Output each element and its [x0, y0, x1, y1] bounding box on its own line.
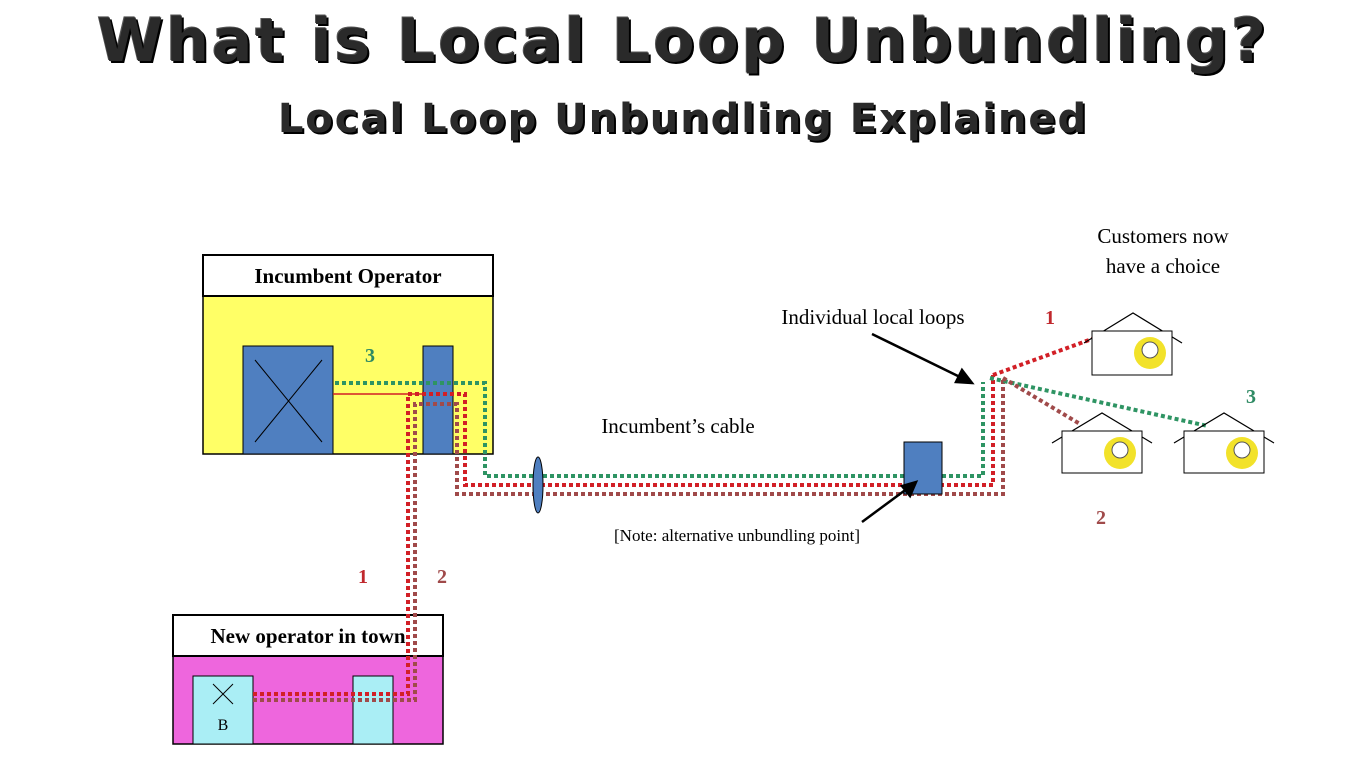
loop-paths — [253, 334, 1209, 702]
loops-arrow — [871, 332, 963, 380]
loops-label: Individual local loops — [781, 305, 964, 329]
note-arrow — [861, 486, 909, 524]
switch-b-label: B — [218, 717, 229, 734]
new-operator-frame — [352, 675, 394, 745]
path-label-green-customer: 3 — [1246, 386, 1256, 408]
customer-loop-green — [989, 376, 1209, 428]
incumbent-operator-building: Incumbent Operator — [202, 254, 494, 455]
loop-path-red — [253, 375, 995, 696]
incumbent-distribution-frame — [422, 345, 454, 455]
new-operator-switch-cross-2 — [212, 683, 234, 705]
new-operator-switch — [192, 675, 254, 745]
loop-path-green — [335, 381, 985, 478]
customers-label-line-1: Customers now — [1097, 224, 1229, 248]
path-label-red-vertical: 1 — [358, 566, 368, 588]
new-operator-label-box — [172, 614, 444, 657]
house-1-body — [1091, 330, 1173, 376]
note-label: [Note: alternative unbundling point] — [614, 526, 860, 545]
main-title: What is Local Loop Unbundling? — [97, 6, 1269, 76]
cable-clamp — [532, 456, 544, 514]
path-label-brown-vertical: 2 — [437, 566, 447, 588]
house-3-customer-face — [1233, 441, 1251, 459]
path-label-green-top: 3 — [365, 345, 375, 367]
customer-loop-brown — [1001, 376, 1082, 426]
customer-house-2 — [1051, 412, 1153, 474]
customers-label-line-2: have a choice — [1106, 254, 1220, 278]
path-label-brown-customer: 2 — [1096, 507, 1106, 529]
annotation-arrows — [861, 332, 975, 524]
loops-arrowhead — [954, 367, 975, 385]
note-arrowhead — [899, 480, 919, 499]
house-2-customer-face — [1111, 441, 1129, 459]
subtitle: Local Loop Unbundling Explained — [277, 96, 1089, 142]
customer-loop-red — [992, 334, 1101, 377]
new-operator-label: New operator in town — [210, 624, 405, 648]
customer-house-3 — [1173, 412, 1275, 474]
incumbent-operator-label: Incumbent Operator — [254, 264, 441, 288]
loop-path-brown — [253, 378, 1005, 702]
incumbent-switch-cross-2 — [254, 359, 323, 443]
customer-house-1 — [1083, 312, 1183, 376]
house-1-customer-face — [1141, 341, 1159, 359]
incumbent-label-box — [202, 254, 494, 297]
path-label-red-customer: 1 — [1045, 307, 1055, 329]
new-operator-building: New operator in town B — [172, 614, 444, 745]
cable-label: Incumbent’s cable — [601, 414, 754, 438]
